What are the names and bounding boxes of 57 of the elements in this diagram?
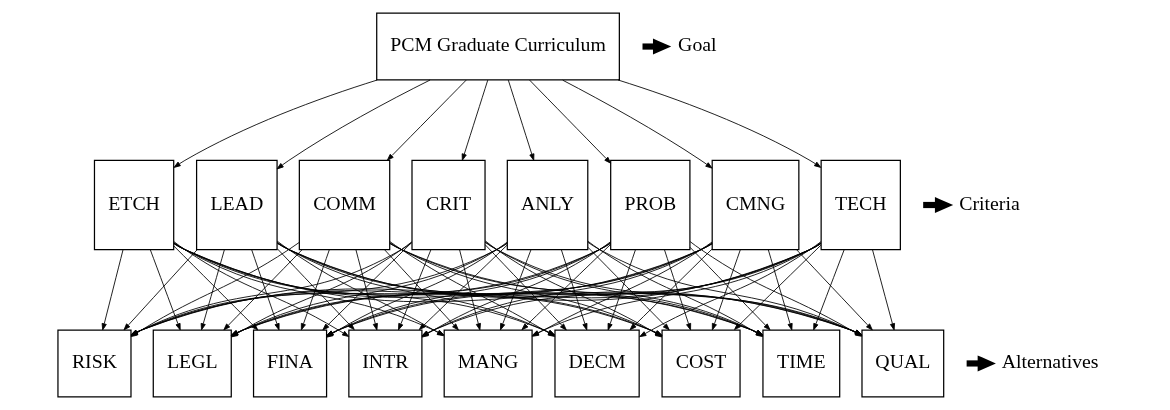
arrow (173, 245, 259, 331)
arrow (149, 249, 181, 331)
node-box: TECH (820, 159, 901, 251)
arrow (322, 241, 413, 331)
node-box: RISK (57, 329, 132, 398)
arrow (734, 244, 822, 330)
arrow (796, 249, 873, 331)
arrow (607, 249, 636, 331)
arrow (617, 79, 822, 168)
arrow (123, 249, 198, 331)
arrow (251, 249, 280, 331)
node-box: COMM (298, 159, 391, 251)
node-box: CMNG (711, 159, 800, 251)
arrow (276, 79, 431, 170)
arrow (386, 79, 467, 161)
arrow (629, 248, 713, 331)
arrow (461, 79, 489, 161)
node-box: COST (661, 329, 741, 398)
node-box: FINA (252, 329, 328, 398)
node-box: INTR (348, 329, 423, 398)
arrow (664, 249, 692, 331)
node-text: Goal (678, 33, 717, 56)
arrow (587, 246, 670, 331)
node-box: DECM (554, 329, 640, 398)
arrow (689, 246, 771, 331)
arrow (562, 79, 713, 169)
arrow (560, 249, 588, 331)
arrow (966, 355, 996, 372)
arrow (500, 249, 532, 331)
arrow (872, 249, 896, 331)
node-box: LEAD (196, 159, 278, 251)
node-text: Alternatives (1001, 350, 1099, 373)
arrow (813, 249, 845, 331)
arrow (223, 249, 303, 331)
node-box: ANLY (506, 159, 589, 251)
arrow (355, 249, 378, 331)
arrow (767, 249, 793, 331)
arrow (459, 249, 481, 331)
arrow (200, 249, 225, 331)
node-box: PCM Graduate Curriculum (376, 12, 620, 81)
node-box: LEGL (152, 329, 232, 398)
node-text: Criteria (959, 191, 1020, 214)
node-box: MANG (443, 329, 533, 398)
node-box: CRIT (411, 159, 486, 251)
arrow (277, 248, 355, 330)
arrow (507, 79, 535, 161)
node-box: PROB (610, 159, 691, 251)
arrow (300, 249, 330, 331)
arrow (484, 244, 567, 331)
arrow (711, 249, 741, 331)
node-box: QUAL (861, 329, 945, 398)
arrow (529, 79, 612, 164)
arrow (521, 243, 612, 331)
arrow (173, 79, 378, 168)
node-box: TIME (762, 329, 841, 398)
arrow (101, 249, 124, 331)
node-box: ETCH (93, 159, 175, 251)
